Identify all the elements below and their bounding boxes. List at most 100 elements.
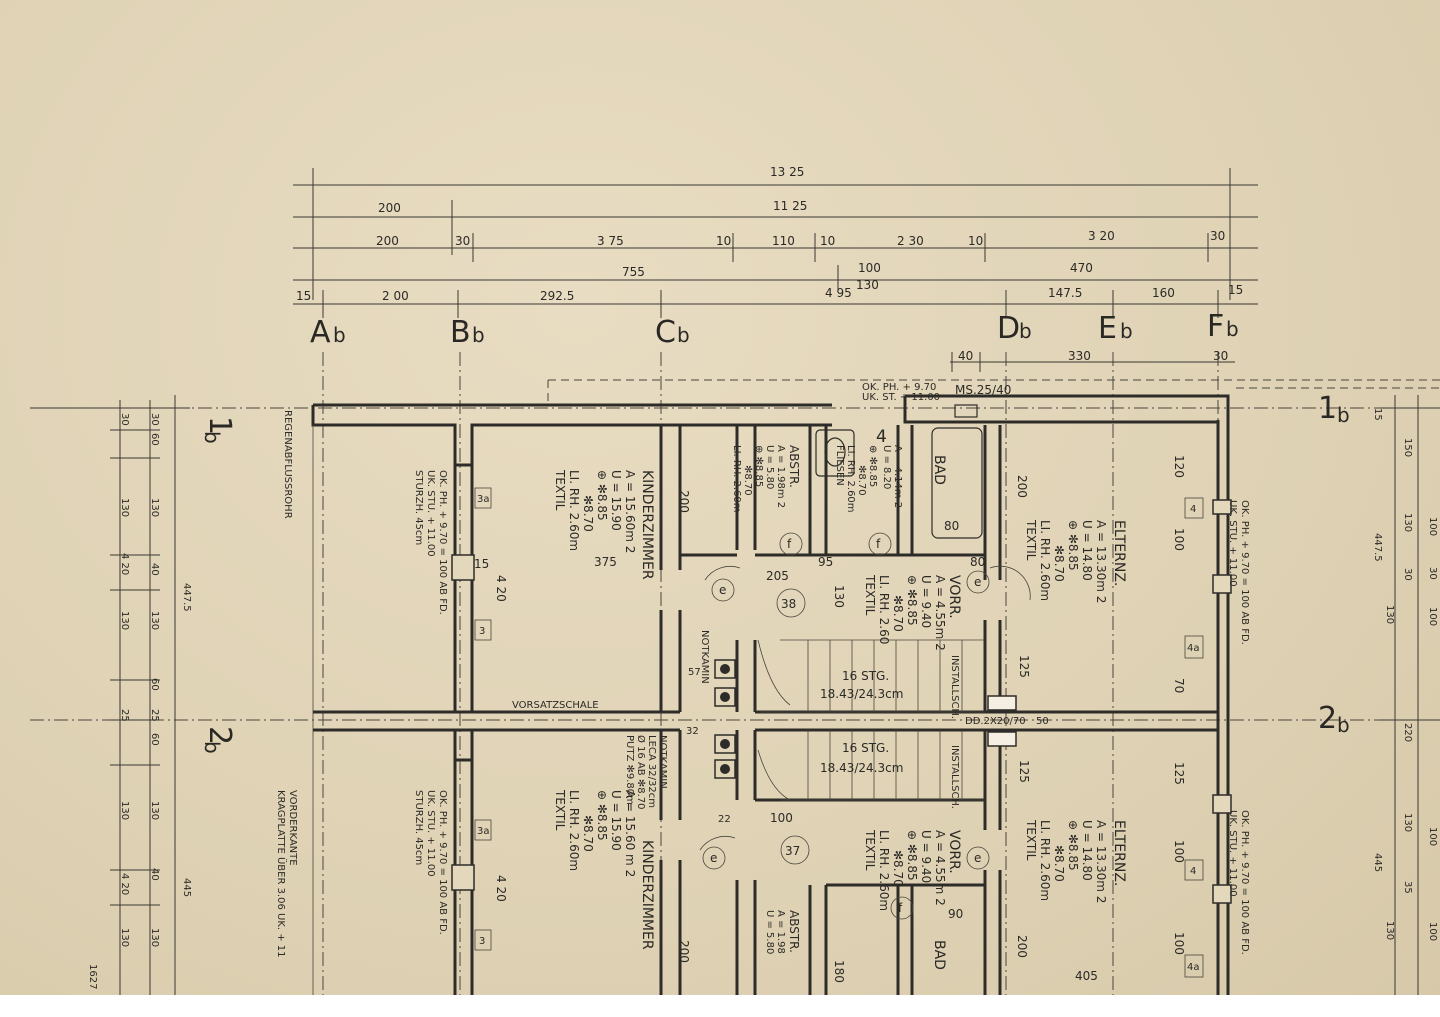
column-axis-labels: A b B b C b D b E b F b	[310, 309, 1239, 350]
top-dimension-chains: 13 25 200 11 25 200 30 3 75 10 110 10 2 …	[293, 165, 1258, 318]
svg-text:f: f	[876, 537, 881, 551]
annotations: REGENABFLUSSROHR OK. PH. + 9.70 = 100 AB…	[275, 410, 1250, 958]
svg-text:205: 205	[766, 569, 789, 583]
svg-text:130: 130	[119, 801, 130, 820]
dim-r3-8: 3 20	[1088, 229, 1115, 243]
svg-text:TEXTIL: TEXTIL	[863, 829, 877, 871]
svg-text:4a: 4a	[1187, 962, 1200, 973]
svg-text:330: 330	[1068, 349, 1091, 363]
svg-text:U = 5.80: U = 5.80	[764, 445, 775, 489]
dim-total: 13 25	[770, 165, 804, 179]
dim-r3-0: 200	[376, 234, 399, 248]
svg-text:445: 445	[181, 878, 192, 897]
svg-text:OK. PH. + 9.70 = 100 AB FD.: OK. PH. + 9.70 = 100 AB FD.	[1239, 500, 1250, 645]
svg-text:150: 150	[1402, 438, 1413, 457]
axis-c: C	[655, 315, 676, 350]
svg-text:LECA 32/32cm: LECA 32/32cm	[646, 735, 657, 808]
svg-text:A = 13.30m 2: A = 13.30m 2	[1094, 820, 1108, 903]
dim-r5-6: 15	[1228, 283, 1243, 297]
right-dimension-columns: 15 150 130 100 447.5 30 30 130 100 220 1…	[1372, 395, 1440, 995]
svg-text:16 STG.: 16 STG.	[842, 741, 889, 755]
chimneys	[714, 659, 736, 779]
svg-text:4 20: 4 20	[494, 875, 508, 902]
svg-text:⊕ ✻8.85: ⊕ ✻8.85	[753, 445, 764, 487]
svg-text:50: 50	[1036, 716, 1049, 727]
axis-d: D	[997, 311, 1020, 346]
svg-text:130: 130	[832, 585, 846, 608]
svg-text:445: 445	[1372, 853, 1383, 872]
svg-text:STURZH. 45cm: STURZH. 45cm	[413, 790, 424, 865]
svg-text:e: e	[974, 851, 981, 865]
svg-text:60: 60	[149, 678, 160, 691]
room-name-bad1: BAD	[931, 455, 947, 485]
svg-text:100: 100	[1172, 528, 1186, 551]
svg-text:e: e	[710, 851, 717, 865]
axis-1b-left: 1	[202, 416, 237, 435]
svg-text:130: 130	[119, 611, 130, 630]
svg-text:447.5: 447.5	[1372, 533, 1383, 562]
svg-text:MS.25/40: MS.25/40	[955, 383, 1011, 397]
svg-text:15: 15	[1372, 408, 1383, 421]
svg-text:100: 100	[1427, 922, 1438, 941]
svg-text:4: 4	[876, 427, 887, 447]
room-name-vorr2: VORR.	[946, 830, 962, 874]
svg-text:LI. RH. 2.60m: LI. RH. 2.60m	[1038, 820, 1052, 901]
svg-text:A = 4.55m 2: A = 4.55m 2	[933, 575, 947, 651]
svg-text:b: b	[1019, 319, 1032, 343]
svg-text:DD.2X20/70: DD.2X20/70	[965, 716, 1026, 727]
svg-text:25: 25	[119, 709, 130, 722]
svg-text:130: 130	[119, 928, 130, 947]
svg-text:32: 32	[686, 726, 699, 737]
room-name-abstr1: ABSTR.	[787, 445, 801, 488]
svg-text:100: 100	[1427, 607, 1438, 626]
svg-text:⊕ ✻8.85: ⊕ ✻8.85	[867, 445, 878, 487]
svg-text:A = 15.60m 2: A = 15.60m 2	[623, 470, 637, 553]
svg-text:200: 200	[677, 490, 691, 513]
room-name-kinder1: KINDERZIMMER	[639, 470, 655, 580]
dim-r3-4: 110	[772, 234, 795, 248]
svg-text:4 20: 4 20	[119, 873, 130, 895]
svg-text:⊕ ✻8.85: ⊕ ✻8.85	[905, 575, 919, 626]
svg-text:U = 15.90: U = 15.90	[609, 790, 623, 851]
dim-r3-9: 30	[1210, 229, 1225, 243]
dim-r5-4: 147.5	[1048, 286, 1082, 300]
svg-text:b: b	[1337, 403, 1350, 427]
svg-text:FLIESEN: FLIESEN	[834, 445, 845, 486]
svg-text:NOTKAMIN: NOTKAMIN	[657, 735, 668, 789]
room-name-bad2: BAD	[931, 940, 947, 970]
dim-r3-2: 3 75	[597, 234, 624, 248]
svg-text:375: 375	[594, 555, 617, 569]
axis-e: E	[1098, 311, 1117, 346]
svg-text:TEXTIL: TEXTIL	[863, 574, 877, 616]
svg-text:LI. RH. 2.60m: LI. RH. 2.60m	[567, 790, 581, 871]
top-detail-dims: 40 330 30 OK. PH. + 9.70 UK. ST. + 11.00…	[547, 349, 1440, 403]
svg-text:LI. RH. 2.60m: LI. RH. 2.60m	[1038, 520, 1052, 601]
svg-text:30: 30	[149, 413, 160, 426]
inner-dims: 375 15 205 100 405 90 80 95 80 57 32 22 …	[474, 455, 1186, 983]
svg-text:447.5: 447.5	[181, 583, 192, 612]
svg-text:100: 100	[1172, 840, 1186, 863]
axis-1b-right: 1	[1318, 391, 1337, 426]
svg-text:3: 3	[479, 626, 485, 637]
svg-text:100: 100	[1427, 517, 1438, 536]
svg-text:TEXTIL: TEXTIL	[1024, 819, 1038, 861]
dim-r5-1: 2 00	[382, 289, 409, 303]
svg-text:✻8.70: ✻8.70	[1052, 845, 1066, 882]
svg-text:UK. STU. + 11.00: UK. STU. + 11.00	[425, 790, 436, 877]
svg-text:4 20: 4 20	[119, 553, 130, 575]
dim-r3-3: 10	[716, 234, 731, 248]
svg-text:3: 3	[479, 936, 485, 947]
svg-text:OK. PH. + 9.70: OK. PH. + 9.70	[862, 382, 936, 393]
svg-text:U = 14.80: U = 14.80	[1080, 520, 1094, 581]
svg-text:1627: 1627	[87, 964, 98, 989]
svg-text:130: 130	[1402, 513, 1413, 532]
svg-text:40: 40	[149, 563, 160, 576]
svg-text:A = 1.98m 2: A = 1.98m 2	[775, 445, 786, 508]
svg-text:f: f	[898, 901, 903, 915]
svg-text:80: 80	[944, 519, 959, 533]
svg-text:40: 40	[149, 868, 160, 881]
svg-text:INSTALLSCH.: INSTALLSCH.	[949, 655, 960, 719]
svg-text:60: 60	[149, 733, 160, 746]
room-name-vorr1: VORR.	[946, 575, 962, 619]
svg-text:✻8.70: ✻8.70	[1052, 545, 1066, 582]
